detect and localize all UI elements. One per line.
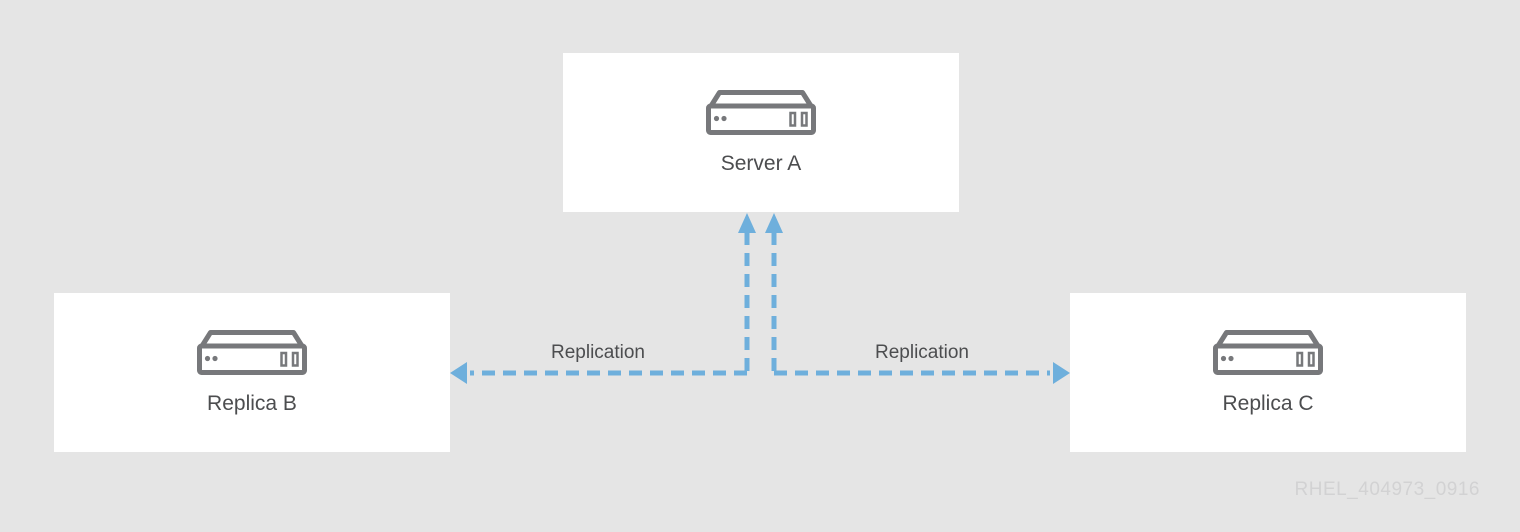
watermark-text: RHEL_404973_0916 bbox=[1294, 479, 1480, 500]
node-label-replica-b: Replica B bbox=[207, 392, 297, 415]
edge-label-replication-right: Replication bbox=[875, 342, 969, 363]
arrowhead-up-left bbox=[738, 213, 756, 233]
node-replica-c: Replica C bbox=[1070, 293, 1466, 452]
arrowhead-left bbox=[450, 362, 467, 384]
server-icon bbox=[197, 330, 307, 375]
edge-label-replication-left: Replication bbox=[551, 342, 645, 363]
node-server-a: Server A bbox=[563, 53, 959, 212]
server-icon bbox=[1213, 330, 1323, 375]
server-icon bbox=[706, 90, 816, 135]
arrowhead-up-right bbox=[765, 213, 783, 233]
arrowhead-right bbox=[1053, 362, 1070, 384]
node-label-replica-c: Replica C bbox=[1222, 392, 1314, 415]
node-label-server-a: Server A bbox=[720, 152, 802, 175]
node-replica-b: Replica B bbox=[54, 293, 450, 452]
